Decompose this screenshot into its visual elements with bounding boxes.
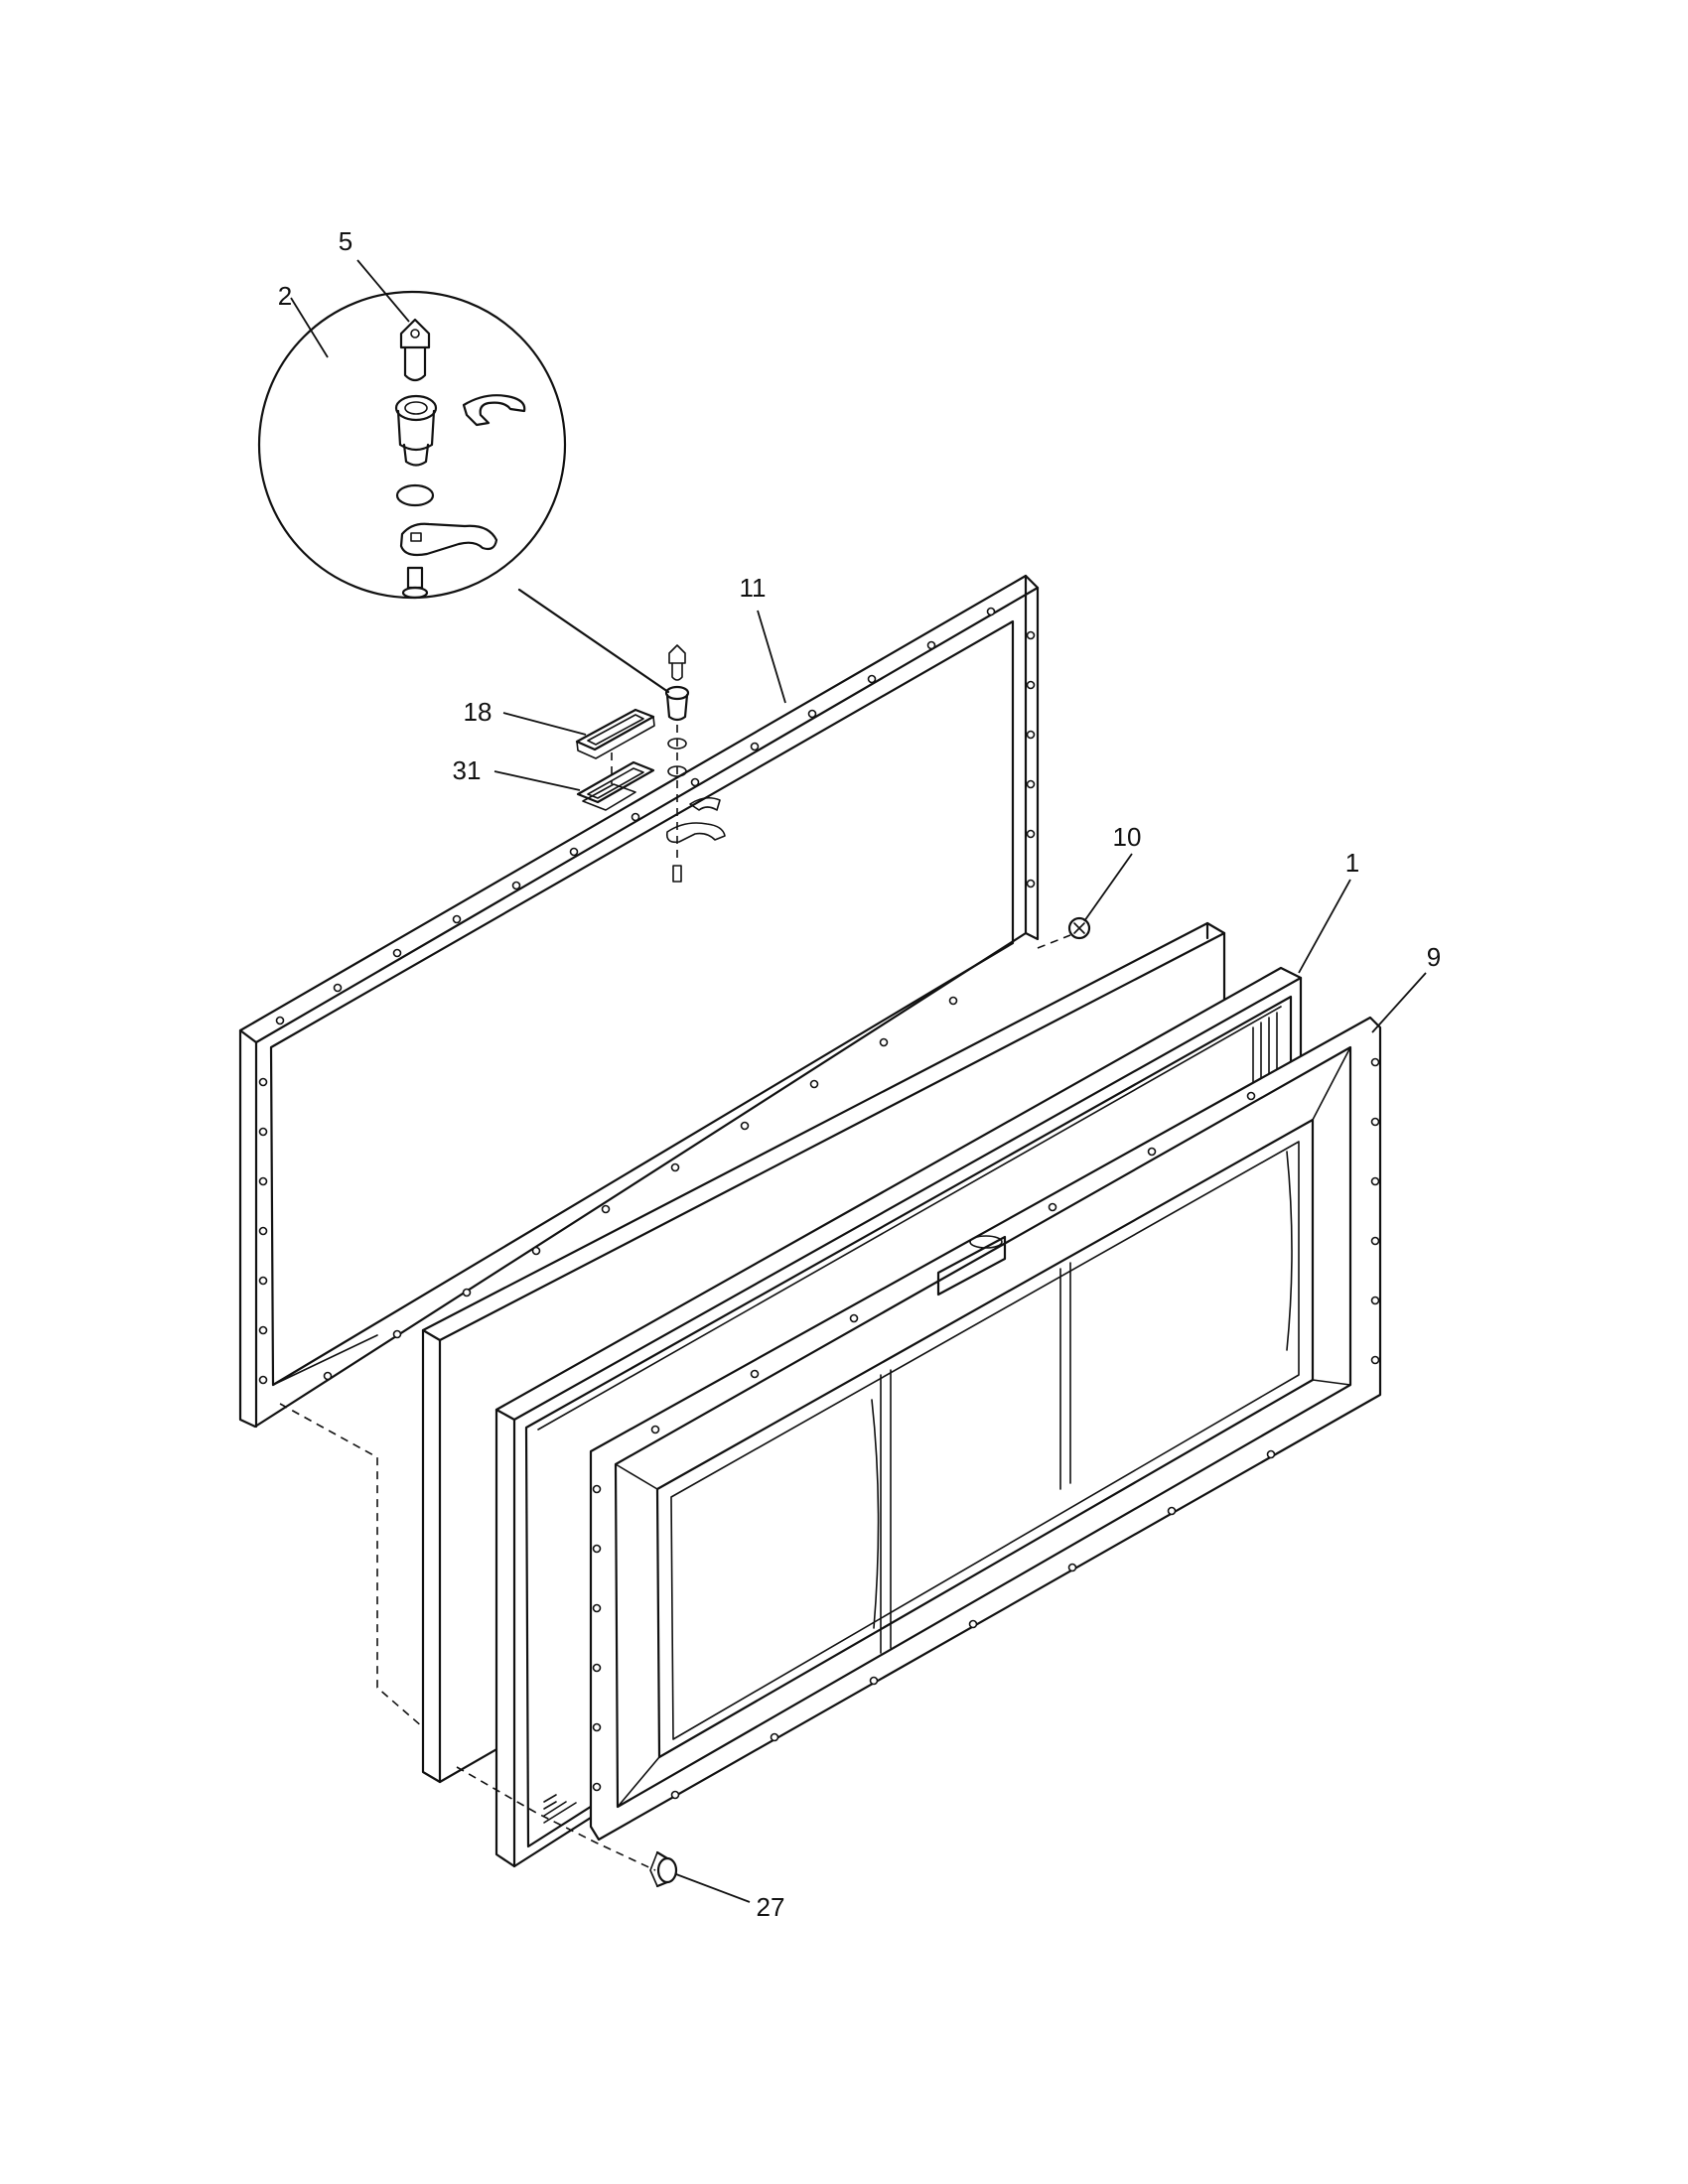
assembly-alignment-lines [279,1403,656,1871]
lock-cam-icon [399,522,498,557]
callout-11: 11 [740,573,767,603]
lock-bezel-pad [575,708,655,759]
callout-27: 27 [757,1892,785,1922]
lock-detail-circle [257,290,670,694]
callout-9: 9 [1427,942,1441,972]
frame-lock-hardware [664,644,726,883]
screw-icon [401,566,429,600]
callout-31: 31 [453,755,482,785]
o-ring-icon [395,483,435,507]
bumper-plug [1037,916,1091,949]
retaining-clip-icon [462,394,526,427]
callout-5: 5 [339,226,352,256]
callout-1: 1 [1345,848,1359,878]
lock-gasket [576,752,655,804]
frame-screw-holes [258,607,1036,1385]
outer-door-panel [589,1016,1382,1842]
mounting-screw [649,1850,678,1888]
callout-leaders [290,259,1427,1903]
callout-2: 2 [278,281,292,311]
callout-18: 18 [464,697,492,727]
callout-10: 10 [1113,822,1142,852]
key-icon [399,318,431,382]
door-panel-screw-holes [592,1057,1380,1800]
lock-cylinder-icon [394,394,438,467]
door-liner-frame [238,574,1040,1429]
